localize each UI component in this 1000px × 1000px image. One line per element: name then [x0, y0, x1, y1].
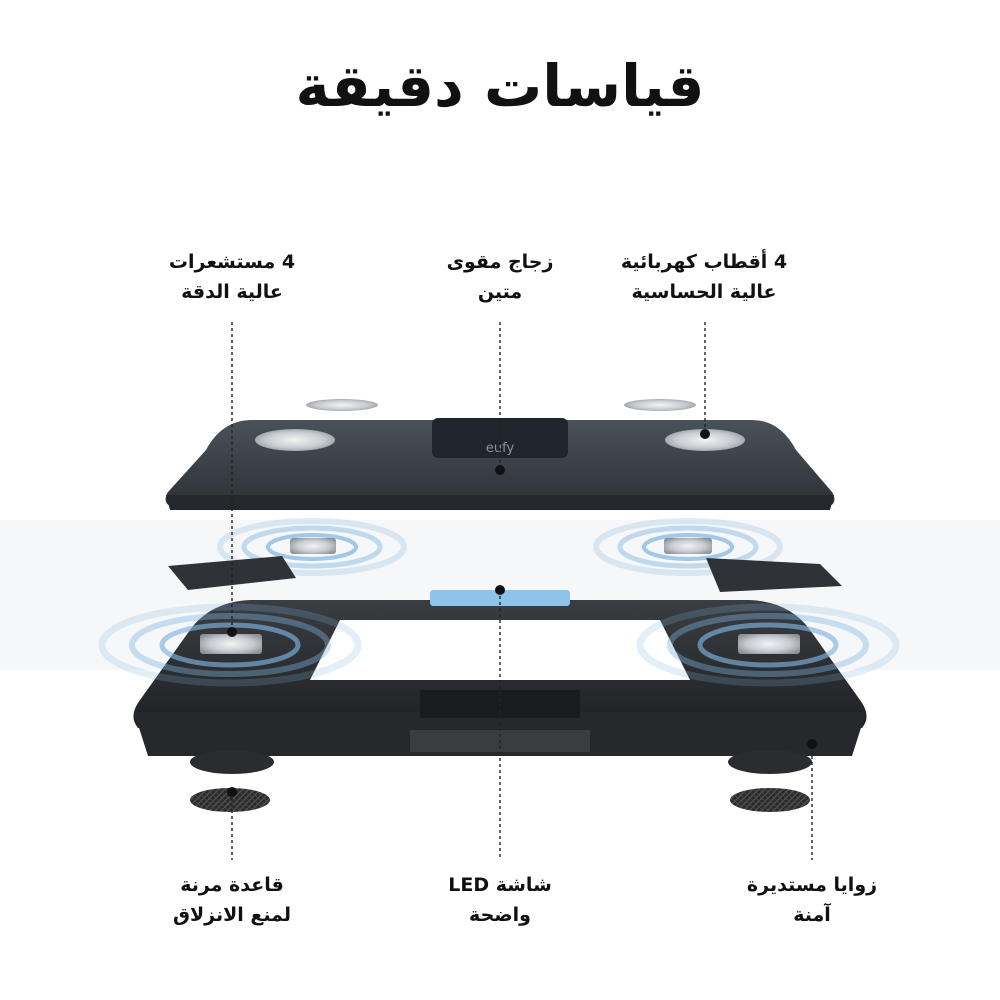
feature-label-glass: زجاج مقوى متين [446, 251, 554, 303]
glass-top-panel: eufy [165, 418, 835, 510]
foot-right [728, 750, 812, 774]
sensor-wave-lower-right [636, 603, 900, 687]
anti-slip-pad-left [190, 788, 270, 812]
electrode-front-left [255, 429, 335, 451]
electrode-front-right [665, 429, 745, 451]
load-sensor-lower-left [200, 634, 262, 654]
callout-dots [227, 429, 817, 797]
load-sensor-lower-right [738, 634, 800, 654]
load-sensor-upper-left [290, 538, 336, 554]
sensor-wave-upper-right [593, 518, 783, 576]
load-sensor-upper-right [664, 538, 712, 554]
page-title: قياسات دقيقة [295, 52, 705, 120]
sensor-wave-lower-left [98, 603, 362, 687]
corner-cap-right [706, 558, 842, 592]
feature-label-display: شاشة LED واضحة [448, 874, 552, 926]
electrode-pad-rear-right [624, 399, 696, 411]
sensor-wave-upper-left [217, 518, 407, 576]
callout-lines [231, 322, 813, 860]
foot-left [190, 750, 274, 774]
feature-label-base: قاعدة مرنة لمنع الانزلاق [173, 874, 291, 926]
anti-slip-pad-right [730, 788, 810, 812]
feature-label-sensors: 4 مستشعرات عالية الدقة [168, 251, 296, 303]
corner-cap-left [168, 556, 296, 590]
electrode-pad-rear-left [306, 399, 378, 411]
feature-label-electrodes: 4 أقطاب كهربائية عالية الحساسية [620, 251, 788, 303]
feature-label-corners: زوايا مستديرة آمنة [746, 874, 878, 926]
